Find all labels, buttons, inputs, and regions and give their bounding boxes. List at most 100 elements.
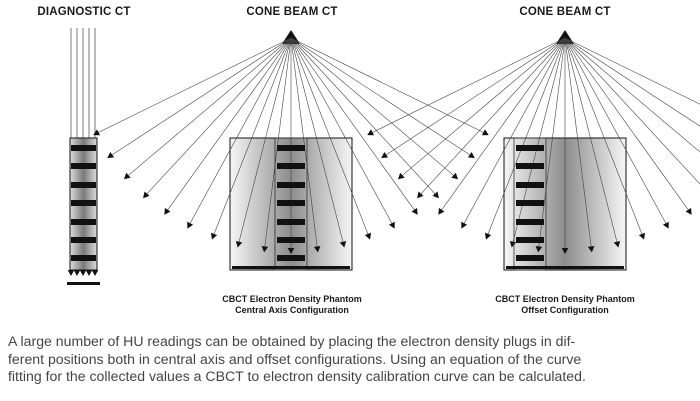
caption-line-1: CBCT Electron Density Phantom <box>495 294 635 304</box>
arrowhead <box>461 221 468 229</box>
arrowhead <box>210 232 218 240</box>
arrowhead <box>91 270 99 276</box>
cone-ray-line <box>419 37 566 196</box>
density-plugs <box>513 137 547 271</box>
arrowhead <box>484 232 492 240</box>
cone-ray-line <box>564 37 643 236</box>
cone-ray-line <box>384 37 566 157</box>
cone-ray-line <box>290 37 394 226</box>
cone-ray-line <box>564 37 668 226</box>
density-plug <box>277 145 305 151</box>
arrowhead <box>85 270 93 276</box>
detector-bar <box>506 266 624 269</box>
arrowhead <box>261 246 269 253</box>
arrowhead <box>364 232 372 240</box>
arrowhead <box>451 172 459 180</box>
arrowhead <box>438 207 445 215</box>
cone-ray-line <box>290 37 416 212</box>
arrowhead <box>535 246 543 253</box>
cone-ray-line <box>564 37 700 127</box>
diagnostic-ct-panel <box>67 28 100 285</box>
cone-ray-line <box>564 37 700 105</box>
density-plug <box>277 163 305 169</box>
arrowhead <box>73 270 81 276</box>
density-plug <box>71 219 96 225</box>
cone-ray-line <box>238 37 292 244</box>
density-plug <box>516 182 544 188</box>
density-plug <box>516 163 544 169</box>
density-plug <box>516 200 544 206</box>
cone-ray-line <box>290 37 437 196</box>
cone-ray-line <box>487 37 566 236</box>
density-plug <box>71 163 96 169</box>
phantom-right-half <box>565 138 626 270</box>
beam-arrowheads <box>67 270 99 276</box>
cbct-offset-panel <box>367 30 700 271</box>
density-plug <box>71 200 96 206</box>
arrowhead <box>381 151 389 159</box>
cone-ray-line <box>166 37 292 212</box>
cone-ray-line <box>290 37 344 244</box>
description-line-2: ferent positions both in central axis an… <box>8 350 582 367</box>
offset-configuration-caption: CBCT Electron Density Phantom Offset Con… <box>495 294 635 316</box>
cone-ray-line <box>538 37 566 249</box>
arrowhead <box>287 248 295 254</box>
cone-rays <box>367 30 700 254</box>
density-plug <box>71 255 96 261</box>
caption-line-2: Offset Configuration <box>521 305 609 315</box>
detector-bar <box>67 282 100 285</box>
cone-ray-line <box>462 37 566 226</box>
density-plug <box>277 200 305 206</box>
arrowhead <box>561 248 569 254</box>
cone-ray-line <box>145 37 292 196</box>
cone-ray-line <box>290 37 318 249</box>
density-plug <box>516 219 544 225</box>
arrowhead <box>467 151 475 159</box>
density-plug <box>277 255 305 261</box>
cone-ray-line <box>290 37 472 157</box>
density-plugs <box>71 145 96 261</box>
caption-line-2: Central Axis Configuration <box>235 305 349 315</box>
arrowhead <box>417 191 424 199</box>
arrowhead <box>613 240 621 248</box>
cone-ray-line <box>512 37 566 244</box>
plug-column-outline <box>513 137 547 271</box>
description-line-3: fitting for the collected values a CBCT … <box>8 368 586 384</box>
arrowhead <box>107 151 115 159</box>
arrowhead <box>411 207 418 215</box>
cone-ray-line <box>126 37 292 177</box>
cone-ray-line <box>188 37 292 226</box>
cone-ray-line <box>110 37 292 157</box>
arrowhead <box>313 246 321 253</box>
central-configuration-caption: CBCT Electron Density Phantom Central Ax… <box>222 294 362 316</box>
cone-ray-line <box>290 37 486 134</box>
arrowhead <box>235 240 243 248</box>
arrowhead <box>164 207 171 215</box>
cone-ray-line <box>400 37 566 177</box>
arrowhead <box>367 129 375 136</box>
density-plug <box>277 237 305 243</box>
cone-ray-line <box>564 37 618 244</box>
ct-comparison-diagram <box>67 28 700 285</box>
arrowhead <box>397 172 405 180</box>
cone-ray-line <box>290 37 456 177</box>
density-plug <box>516 237 544 243</box>
plug-column-outline <box>274 137 308 271</box>
density-plug <box>71 182 96 188</box>
density-plug <box>516 145 544 151</box>
description-line-1: A large number of HU readings can be obt… <box>8 333 576 349</box>
cbct-central-axis-panel <box>93 30 489 271</box>
cone-beam-ct-title-offset: CONE BEAM CT <box>519 6 611 18</box>
cone-ray-line <box>370 37 566 134</box>
cone-ray-line <box>440 37 566 212</box>
arrowhead <box>388 221 395 229</box>
arrowhead <box>587 246 595 253</box>
description-paragraph: A large number of HU readings can be obt… <box>8 333 698 386</box>
density-plug <box>516 255 544 261</box>
density-plug <box>277 219 305 225</box>
cone-ray-line <box>564 37 690 212</box>
cbct-phantom <box>229 137 353 271</box>
arrowhead <box>638 232 646 240</box>
cone-rays <box>93 30 489 254</box>
detector-bar <box>232 266 350 269</box>
